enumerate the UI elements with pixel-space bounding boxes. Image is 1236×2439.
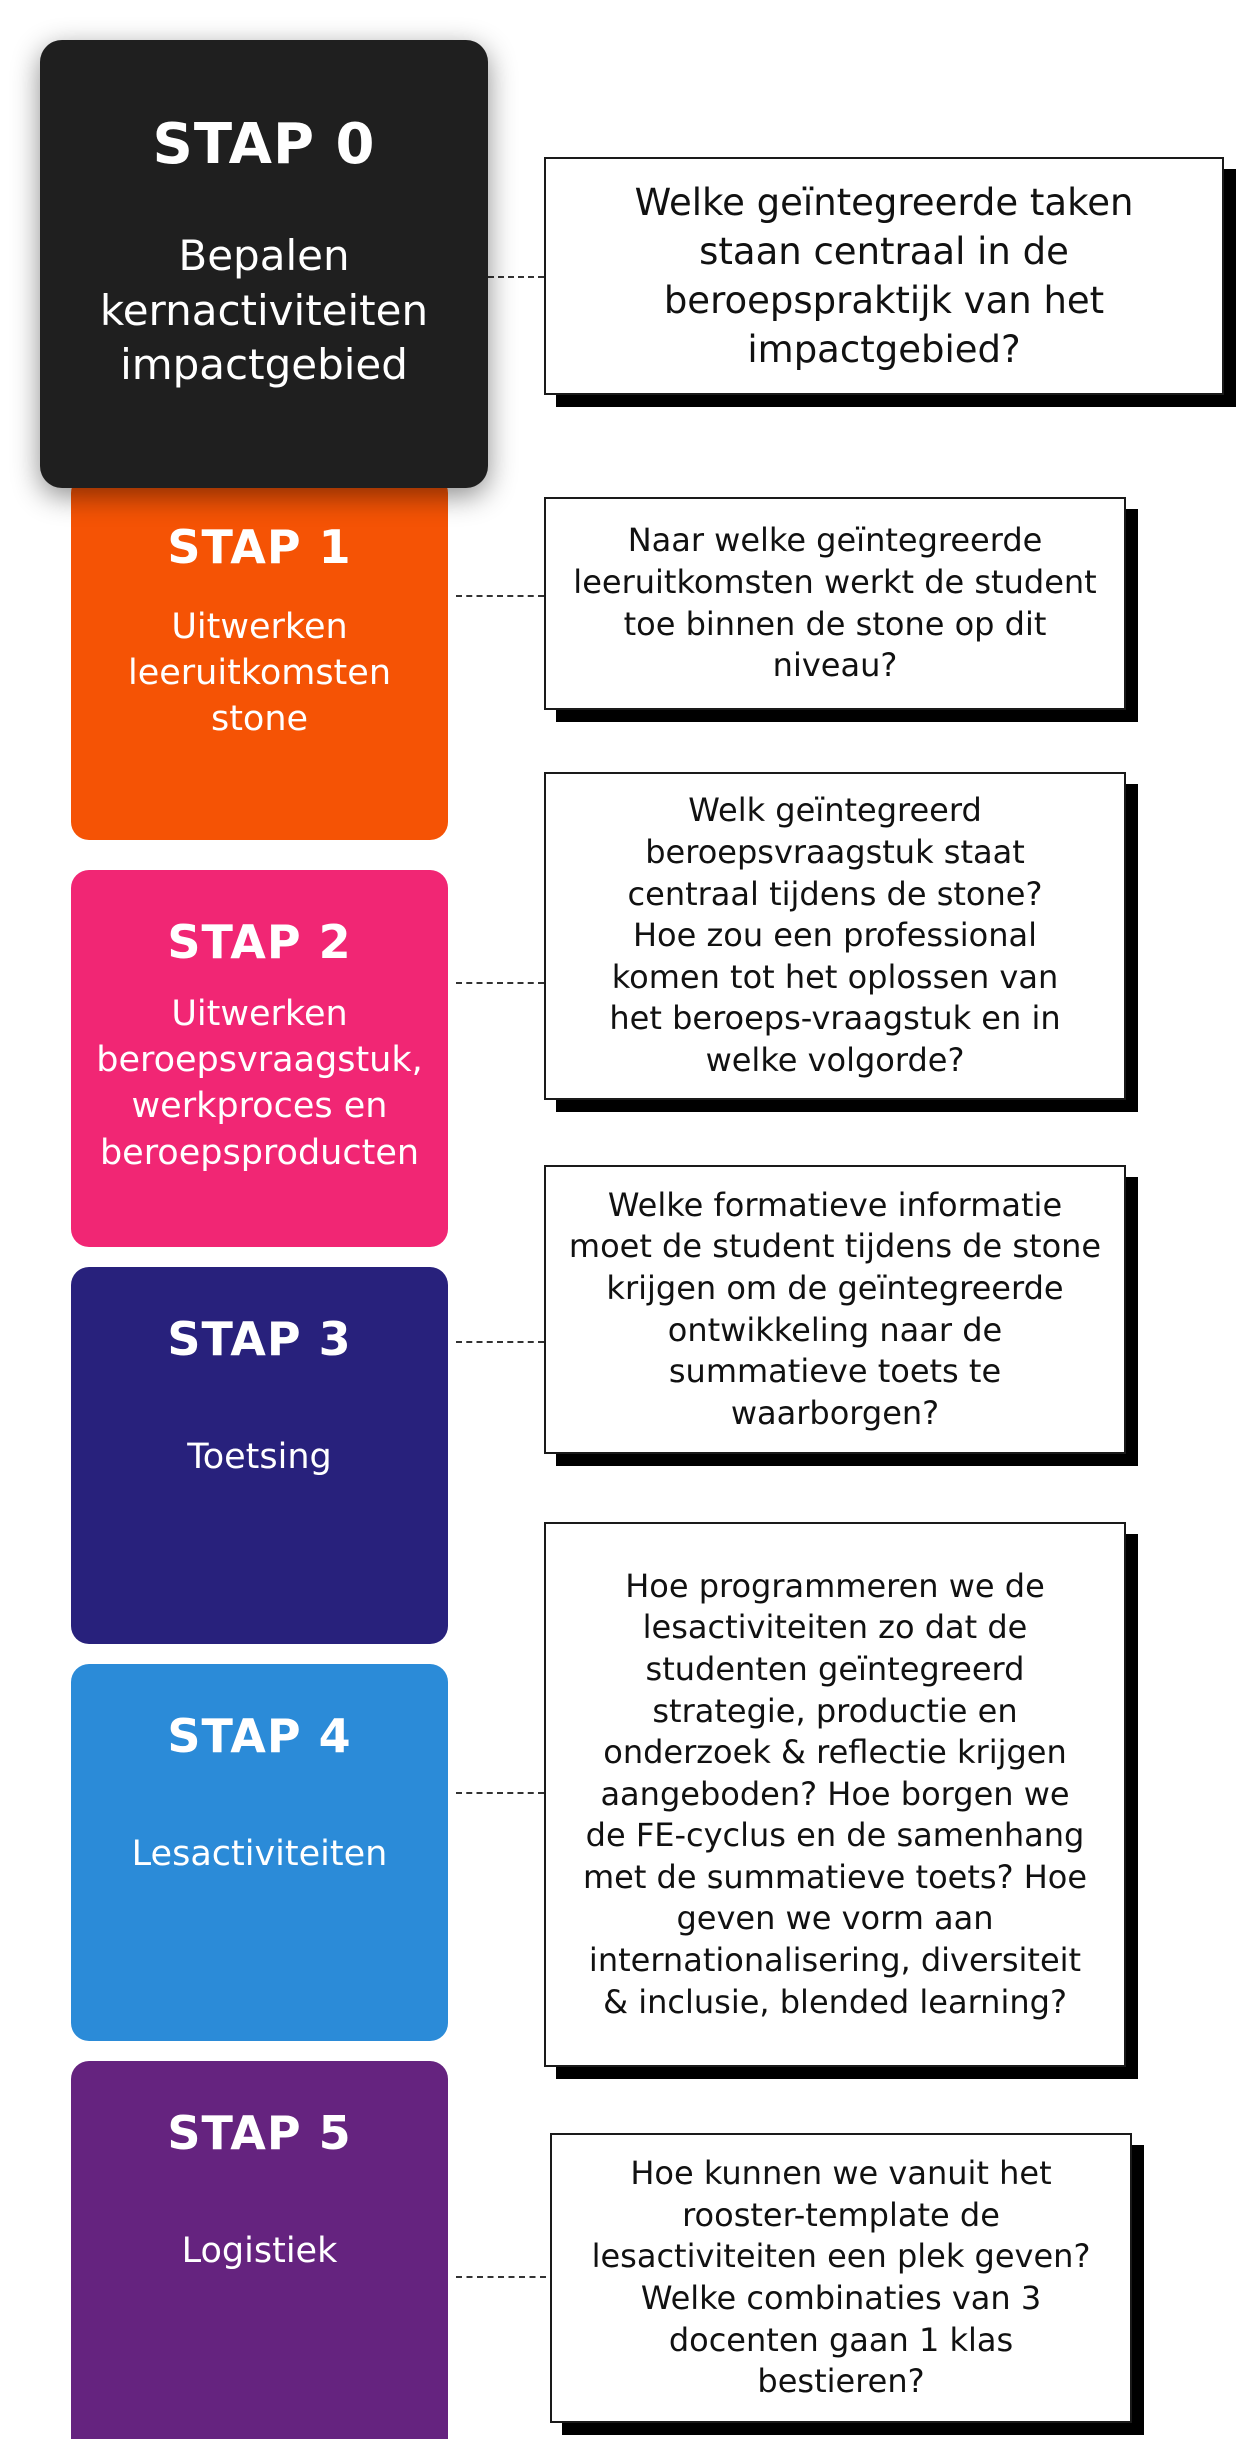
step-3-title: STAP 3 [167, 1312, 352, 1366]
step-1-title: STAP 1 [167, 520, 352, 574]
question-card-5: Hoe kunnen we vanuit het rooster-templat… [550, 2133, 1132, 2423]
step-2-title: STAP 2 [167, 915, 352, 969]
step-4-box: STAP 4 Lesactiviteiten [71, 1664, 448, 2041]
question-card-2: Welk geïntegreerd beroepsvraagstuk staat… [544, 772, 1126, 1100]
step-2-description: Uitwerken beroepsvraagstuk, werkproces e… [96, 994, 423, 1173]
question-card-1: Naar welke geïntegreerde leeruitkomsten … [544, 497, 1126, 710]
step-3-box: STAP 3 Toetsing [71, 1267, 448, 1644]
connector-step-4 [456, 1792, 544, 1794]
connector-step-5 [456, 2276, 546, 2278]
question-text-3: Welke formatieve informatie moet de stud… [568, 1185, 1102, 1432]
step-1-description: Uitwerken leeruitkomsten stone [127, 607, 391, 740]
step-4-description: Lesactiviteiten [131, 1834, 388, 1874]
step-4-title: STAP 4 [167, 1709, 352, 1763]
question-card-3: Welke formatieve informatie moet de stud… [544, 1165, 1126, 1454]
step-0-description: Bepalen kernactiviteiten impactgebied [99, 231, 429, 390]
step-0-box: STAP 0 Bepalen kernactiviteiten impactge… [40, 40, 488, 488]
question-card-4: Hoe programmeren we de lesactiviteiten z… [544, 1522, 1126, 2067]
step-0-title: STAP 0 [152, 112, 376, 177]
step-2-box: STAP 2 Uitwerken beroepsvraagstuk, werkp… [71, 870, 448, 1247]
connector-step-2 [456, 982, 544, 984]
step-3-description: Toetsing [187, 1437, 332, 1477]
step-5-box: STAP 5 Logistiek [71, 2061, 448, 2439]
connector-step-0 [488, 276, 544, 278]
connector-step-3 [456, 1341, 544, 1343]
question-text-2: Welk geïntegreerd beroepsvraagstuk staat… [609, 791, 1061, 1079]
connector-step-1 [456, 595, 544, 597]
question-card-0: Welke geïntegreerde taken staan centraal… [544, 157, 1224, 395]
question-text-0: Welke geïntegreerde taken staan centraal… [634, 180, 1134, 372]
step-1-box: STAP 1 Uitwerken leeruitkomsten stone [71, 475, 448, 840]
step-5-description: Logistiek [181, 2231, 338, 2271]
question-text-1: Naar welke geïntegreerde leeruitkomsten … [573, 521, 1097, 685]
step-5-title: STAP 5 [167, 2106, 352, 2160]
question-text-4: Hoe programmeren we de lesactiviteiten z… [582, 1566, 1088, 2021]
question-text-5: Hoe kunnen we vanuit het rooster-templat… [591, 2154, 1091, 2401]
